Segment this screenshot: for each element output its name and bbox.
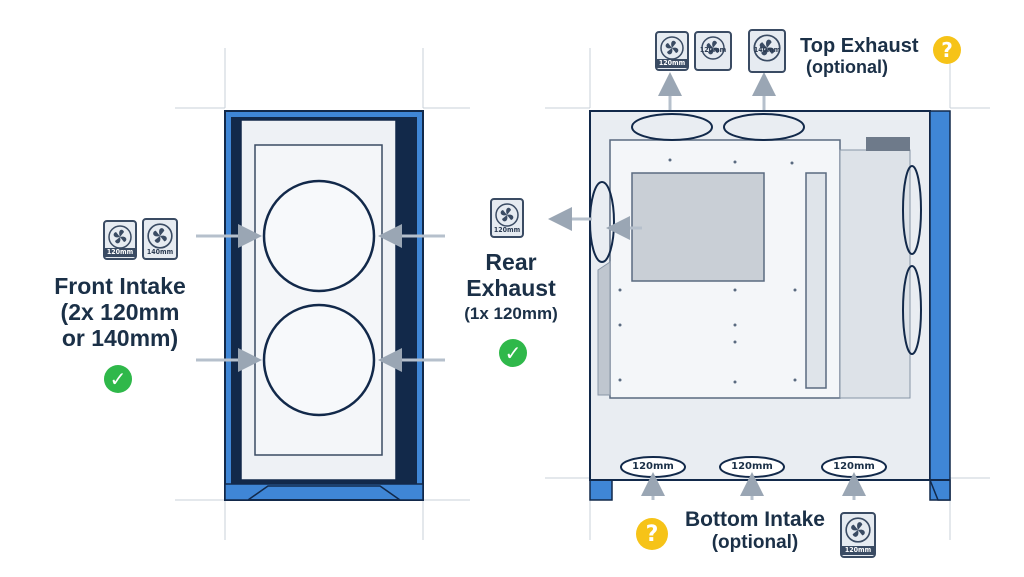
fan-140-icon: 140mm <box>142 218 178 260</box>
fan-120-icon: 120mm <box>694 31 732 71</box>
fan-size-label: 120mm <box>493 226 521 234</box>
top-exhaust-label: Top Exhaust (optional) <box>800 35 930 78</box>
question-icon: ? <box>933 36 961 64</box>
side-case <box>589 110 951 501</box>
bottom-slot-label-3: 120mm <box>833 461 875 472</box>
bottom-intake-line2: (optional) <box>711 531 799 553</box>
fan-size-label: 140mm <box>146 248 174 256</box>
front-intake-line3: or 140mm) <box>61 324 179 351</box>
front-arrows <box>196 224 445 372</box>
rear-exhaust-line1: Rear <box>485 249 537 275</box>
fan-120-icon: 120mm <box>490 198 524 238</box>
bottom-intake-line1: Bottom Intake <box>684 508 825 531</box>
fan-120-icon: 120mm <box>840 512 876 558</box>
fan-size-label: 140mm <box>753 46 781 54</box>
side-arrows <box>548 72 866 500</box>
rear-exhaust-label: Rear Exhaust (1x 120mm) <box>455 249 567 323</box>
check-icon: ✓ <box>104 365 132 393</box>
fan-140-icon: 140mm <box>748 29 786 73</box>
front-intake-line2: (2x 120mm <box>60 298 180 325</box>
fan-size-label: 120mm <box>842 546 874 555</box>
rear-exhaust-line2: Exhaust <box>466 274 556 301</box>
bottom-intake-label: Bottom Intake (optional) <box>675 508 835 553</box>
rear-exhaust-line3: (1x 120mm) <box>464 303 558 323</box>
guide-lines <box>175 48 990 540</box>
top-exhaust-line2: (optional) <box>806 57 888 78</box>
top-exhaust-line1: Top Exhaust <box>800 35 919 57</box>
fan-size-label: 120mm <box>657 59 687 68</box>
front-intake-label: Front Intake (2x 120mm or 140mm) <box>40 273 200 351</box>
fan-120-icon: 120mm <box>655 31 689 71</box>
front-intake-title: Front Intake <box>54 273 186 299</box>
fan-size-label: 120mm <box>105 248 135 257</box>
fan-size-label: 120mm <box>699 46 727 54</box>
bottom-slot-label-2: 120mm <box>731 461 773 472</box>
fan-120-icon: 120mm <box>103 220 137 260</box>
question-icon: ? <box>636 518 668 550</box>
bottom-slot-label-1: 120mm <box>632 461 674 472</box>
check-icon: ✓ <box>499 339 527 367</box>
front-case <box>224 110 424 501</box>
